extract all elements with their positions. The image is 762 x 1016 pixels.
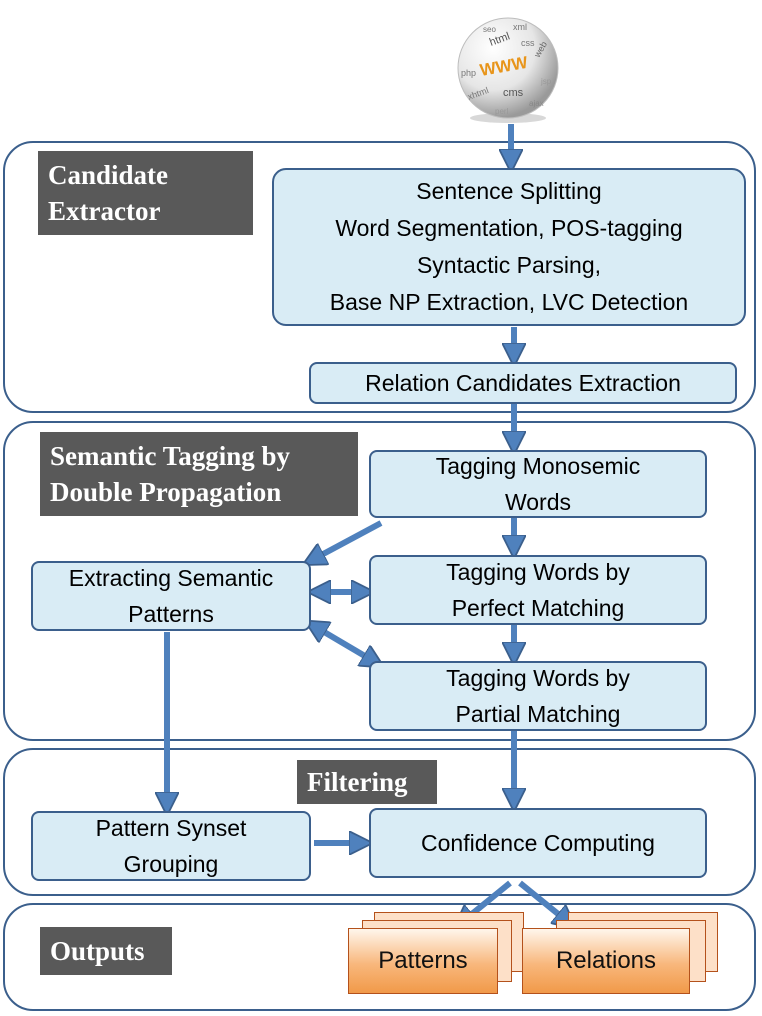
arrow-patterns-partial-bidirectional — [314, 626, 375, 662]
arrow-monosemic-to-patterns — [312, 520, 383, 560]
relation-candidates-box: Relation Candidates Extraction — [309, 362, 737, 404]
globe-word: seo — [483, 25, 496, 34]
globe-word: ajax — [529, 99, 544, 108]
relations-output: Relations — [522, 928, 690, 994]
monosemic-tagging-box: Tagging Monosemic Words — [369, 450, 707, 518]
globe-word: css — [521, 38, 535, 48]
globe-word: php — [461, 68, 476, 78]
perfect-matching-box: Tagging Words by Perfect Matching — [369, 555, 707, 625]
filtering-heading: Filtering — [297, 760, 437, 804]
extract-patterns-box: Extracting Semantic Patterns — [31, 561, 311, 631]
candidate-extractor-heading: Candidate Extractor — [38, 151, 253, 235]
patterns-output: Patterns — [348, 928, 498, 994]
globe-word: perl — [495, 107, 509, 116]
partial-matching-box: Tagging Words by Partial Matching — [369, 661, 707, 731]
outputs-heading: Outputs — [40, 927, 172, 975]
relations-label: Relations — [555, 947, 657, 974]
synset-grouping-box: Pattern Synset Grouping — [31, 811, 311, 881]
confidence-computing-box: Confidence Computing — [369, 808, 707, 878]
preprocessing-box: Sentence Splitting Word Segmentation, PO… — [272, 168, 746, 326]
semantic-tagging-heading: Semantic Tagging by Double Propagation — [40, 432, 358, 516]
globe-word: cms — [503, 87, 524, 99]
arrow-confidence-to-relations — [518, 880, 568, 922]
globe-word: jsp — [540, 77, 552, 86]
globe-word: xml — [513, 22, 527, 32]
www-globe-icon: html seo xml css web php WWW cms xhtml a… — [457, 17, 559, 123]
patterns-label: Patterns — [378, 947, 468, 974]
